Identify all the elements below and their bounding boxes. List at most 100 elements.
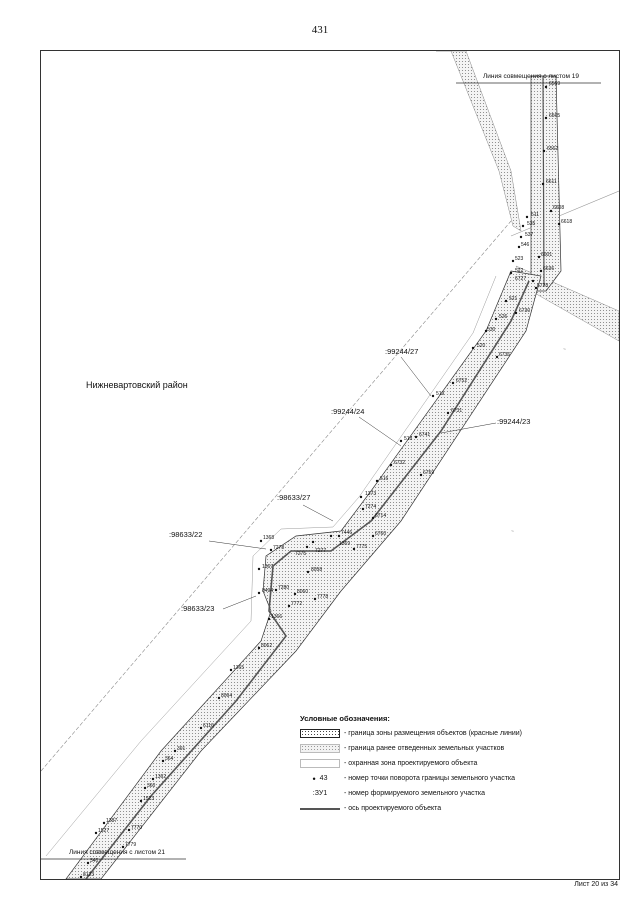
legend-item: - охранная зона проектируемого объекта — [300, 758, 570, 769]
legend: Условные обозначения: - граница зоны раз… — [300, 714, 570, 818]
turn-point-label: 516 — [380, 476, 389, 482]
turn-point-label: 530 — [487, 327, 496, 333]
corridor-north — [530, 75, 562, 292]
turn-point-label: 523 — [515, 256, 524, 262]
sheet-join-label-top: Линия совмещения с листом 19 — [483, 73, 580, 80]
parcel-number-symbol: :ЗУ1 — [312, 790, 328, 797]
turn-points — [79, 85, 561, 879]
guard-zone-symbol — [300, 759, 340, 768]
parcel-label: :98633/22 — [169, 530, 203, 539]
turn-point-label: 7770 — [131, 825, 143, 831]
turn-point-label: 546 — [521, 242, 530, 248]
axis-line-swatch — [300, 807, 340, 810]
turn-point-label: 7775 — [356, 544, 368, 550]
parcel-label: :99244/23 — [497, 417, 531, 426]
guard-zone-outline — [45, 275, 497, 857]
turn-point-label: 1523 — [143, 796, 155, 802]
turn-point-label: 519 — [436, 391, 445, 397]
leader-99244-27 — [400, 356, 432, 397]
turn-point-label: 535 — [527, 221, 536, 227]
turn-point-label: 6727 — [515, 276, 527, 282]
turn-point-label: 6736 — [499, 352, 511, 358]
turn-point-label: 391 — [177, 746, 186, 752]
turn-point-label: 521 — [509, 296, 518, 302]
map-mark: ~ — [563, 347, 566, 353]
turn-point-label: 6116 — [203, 723, 214, 729]
axis-line-symbol — [300, 804, 340, 813]
turn-point-label: 522 — [515, 268, 524, 274]
turn-point-label: 8062 — [261, 643, 273, 649]
map-mark: ~ — [511, 529, 514, 535]
parcel-label: :99244/27 — [385, 347, 419, 356]
point-dot-icon: • — [312, 773, 316, 784]
map-frame: ~ ~ Линия совмещения с листом 19 Линия с… — [40, 50, 620, 880]
legend-item-label: - ось проектируемого объекта — [344, 805, 442, 812]
turn-point-label: 537 — [525, 232, 534, 238]
turn-point-label: 6601 — [541, 252, 553, 258]
turn-point-label: 1368 — [263, 535, 275, 541]
corridor-main — [65, 270, 542, 879]
turn-point-label: 6732 — [394, 460, 406, 466]
road-east-line — [510, 190, 619, 237]
boundary-line — [41, 220, 512, 772]
road-north-band — [436, 51, 522, 232]
legend-title: Условные обозначения: — [300, 714, 390, 723]
district-label: Нижневартовский район — [86, 380, 188, 390]
turn-point-label: 1365 — [233, 665, 245, 671]
turn-point-label: 360 — [147, 783, 156, 789]
turn-point-label: 7277 — [315, 548, 327, 554]
turn-point-label: 7779 — [125, 842, 137, 848]
legend-item-label: - номер формируемого земельного участка — [344, 790, 485, 797]
legend-item: - граница зоны размещения объектов (крас… — [300, 728, 570, 739]
leader-98633-22 — [208, 540, 267, 550]
map-canvas: ~ ~ — [41, 51, 619, 879]
legend-item-label: - номер точки поворота границы земельног… — [344, 775, 516, 782]
turn-point-label: 7446 — [341, 530, 353, 536]
turn-point-label: 8123 — [83, 872, 95, 878]
turn-point-label: 8494 — [262, 588, 274, 594]
parcel-label: :98633/23 — [181, 604, 215, 613]
turn-point-label: 6562 — [547, 146, 559, 152]
turn-point-label: 6565 — [549, 113, 561, 119]
turn-point-label: 6714 — [375, 513, 387, 519]
turn-point-label: 7280 — [278, 585, 290, 591]
legend-item-label: - граница зоны размещения объектов (крас… — [344, 730, 523, 737]
turn-point-label: 6730 — [519, 308, 531, 314]
turn-point-label: 6759 — [423, 470, 435, 476]
turn-point-label: 1527 — [98, 828, 110, 834]
turn-point-label: 1387 — [106, 818, 118, 824]
leader-98633-23 — [222, 595, 257, 610]
turn-point-label: 1367 — [262, 564, 274, 570]
turn-point-label: 6569 — [549, 81, 561, 87]
legend-item: •43 - номер точки поворота границы земел… — [300, 773, 570, 784]
axis-main — [85, 280, 530, 879]
leader-98633-27 — [302, 504, 334, 522]
leader-99244-24 — [358, 416, 402, 447]
turn-point-label: 8058 — [311, 567, 323, 573]
turn-point-label: 7274 — [365, 504, 377, 510]
legend-item-label: - граница ранее отведенных земельных уча… — [344, 745, 505, 752]
turn-point-label: 518 — [404, 436, 413, 442]
turn-point-label: 364 — [165, 756, 174, 762]
turn-point-label: 6731 — [451, 408, 463, 414]
leader-99244-23 — [440, 422, 497, 434]
previous-parcels-symbol — [300, 744, 340, 753]
axis-north — [542, 75, 545, 287]
legend-item: :ЗУ1 - номер формируемого земельного уча… — [300, 788, 570, 799]
legend-item: - ось проектируемого объекта — [300, 803, 570, 814]
sheet-join-label-bottom: Линия совмещения с листом 21 — [69, 849, 166, 856]
turn-point-label: 7275 — [295, 551, 307, 557]
turn-point-label: 1373 — [365, 491, 377, 497]
turn-point-symbol-text: 43 — [319, 775, 328, 782]
red-lines-zone-symbol — [300, 729, 340, 738]
legend-item-label: - охранная зона проектируемого объекта — [344, 760, 478, 767]
turn-point-label: 8064 — [221, 693, 233, 699]
sheet-footer: Лист 20 из 34 — [574, 881, 618, 888]
turn-point-label: 1369 — [339, 541, 351, 547]
turn-point-label: 7278 — [273, 545, 285, 551]
turn-point-label: 7772 — [291, 601, 303, 607]
turn-point-label: 1362 — [155, 774, 167, 780]
page-number: 431 — [311, 24, 329, 36]
turn-point-label: 6741 — [419, 432, 431, 438]
turn-point-label: 6608 — [553, 205, 565, 211]
